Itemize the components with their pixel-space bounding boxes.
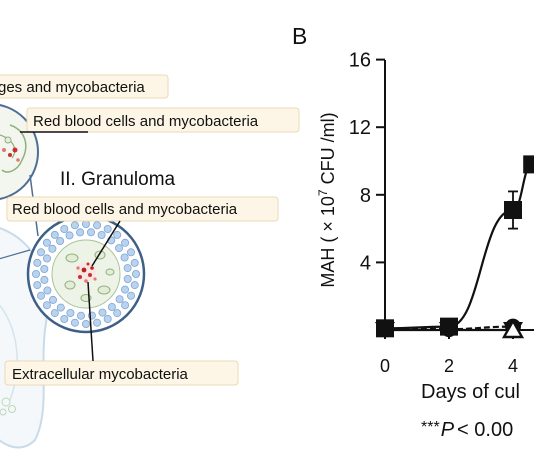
lymphocyte-cell <box>37 248 46 257</box>
y-tick-label: 12 <box>349 117 371 139</box>
label-box-macrophages <box>0 74 169 99</box>
label-rbc-top: Red blood cells and mycobacteria <box>33 113 259 130</box>
y-ticks: 4 8 12 16 <box>349 50 385 274</box>
connector-line <box>0 249 31 260</box>
lymphocyte-cell <box>70 318 79 327</box>
lymphocyte-cell <box>32 269 41 278</box>
lymphocyte-cell <box>113 230 122 239</box>
panel-b-chart: B MAH ( × 107 CFU /ml) 4 8 12 16 0 2 4 Days o… <box>292 23 534 441</box>
lymphocyte-cell <box>42 301 51 310</box>
label-box-extracellular <box>4 360 239 386</box>
lung-outline-inner <box>0 304 18 401</box>
lymphocyte-cell <box>130 281 139 290</box>
lymphocyte-cell <box>66 308 75 317</box>
panel-letter-b: B <box>292 23 307 49</box>
lymphocyte-cell <box>115 244 124 253</box>
lymphocyte-cell <box>121 238 130 247</box>
significance-footnote: ***P< 0.00 <box>421 419 513 441</box>
lymphocyte-cell <box>115 295 124 304</box>
macrophage-cells <box>64 250 115 302</box>
lymphocyte-cell <box>48 244 57 253</box>
label-box-rbc-top <box>26 107 300 133</box>
series-layer <box>375 155 534 339</box>
lymphocyte-cell <box>113 309 122 318</box>
lymphocyte-cell <box>49 295 58 304</box>
label-macrophages: ges and mycobacteria <box>0 79 145 96</box>
data-point-square <box>504 201 522 220</box>
lymphocyte-ring <box>32 219 140 328</box>
x-axis-label: Days of cul <box>421 381 520 403</box>
alveoli-small <box>0 397 16 416</box>
lymphocyte-cell <box>107 302 116 311</box>
lymphocyte-cell <box>40 264 49 273</box>
data-point-triangle <box>375 322 395 339</box>
lymphocyte-cell <box>127 291 136 300</box>
lymphocyte-cell <box>98 308 107 317</box>
lymphocyte-cell <box>43 286 52 295</box>
y-axis-label: MAH ( × 107 CFU /ml) <box>316 112 338 287</box>
necrotic-core <box>76 262 97 283</box>
lymphocyte-cell <box>77 311 86 320</box>
lymphocyte-cell <box>82 319 91 328</box>
lymphocyte-cell <box>123 264 132 273</box>
x-tick-label: 0 <box>380 356 390 376</box>
data-point-open-triangle <box>501 318 525 339</box>
y-tick-label: 4 <box>360 252 371 274</box>
lymphocyte-cell <box>60 314 69 323</box>
lymphocyte-cell <box>56 303 65 312</box>
panel-a-illustration: ges and mycobacteria Red blood cells and… <box>0 74 300 449</box>
pointer-line <box>87 281 94 362</box>
label-rbc-mid: Red blood cells and mycobacteria <box>12 201 238 218</box>
lymphocyte-cell <box>33 258 42 267</box>
label-granuloma: II. Granuloma <box>60 169 176 190</box>
series-line <box>384 163 533 330</box>
lymphocyte-cell <box>60 224 69 233</box>
granuloma-circle <box>26 214 146 334</box>
lymphocyte-cell <box>121 285 130 294</box>
label-extracellular: Extracellular mycobacteria <box>12 366 189 383</box>
label-box-rbc-mid <box>6 196 279 222</box>
lymphocyte-cell <box>43 254 52 263</box>
lymphocyte-cell <box>33 281 42 290</box>
x-tick-label: 2 <box>444 356 454 376</box>
lymphocyte-cell <box>131 269 140 278</box>
pointer-line <box>91 220 121 267</box>
lymphocyte-cell <box>120 253 129 262</box>
lymphocyte-cell <box>50 230 59 239</box>
lymphocyte-cell <box>76 228 85 237</box>
x-tick-label: 4 <box>508 356 518 376</box>
y-tick-label: 16 <box>349 50 371 72</box>
lymphocyte-cell <box>97 230 106 239</box>
lymphocyte-cell <box>87 228 96 237</box>
lymphocyte-cell <box>93 318 102 327</box>
lymphocyte-cell <box>103 314 112 323</box>
lymphocyte-cell <box>50 309 59 318</box>
lymphocyte-cell <box>127 248 136 257</box>
lymphocyte-cell <box>123 274 132 283</box>
lymphocyte-cell <box>70 221 79 230</box>
lymphocyte-cell <box>40 275 49 284</box>
lymphocyte-cell <box>130 258 139 267</box>
lymphocyte-cell <box>121 301 130 310</box>
data-point-triangle <box>439 322 459 339</box>
lymphocyte-cell <box>103 224 112 233</box>
lymphocyte-cell <box>93 221 102 230</box>
lymphocyte-cell <box>37 291 46 300</box>
data-point-square <box>523 155 534 174</box>
y-tick-label: 8 <box>360 185 371 207</box>
lymphocyte-cell <box>65 231 74 240</box>
lymphocyte-cell <box>42 238 51 247</box>
lymphocyte-cell <box>56 236 65 245</box>
